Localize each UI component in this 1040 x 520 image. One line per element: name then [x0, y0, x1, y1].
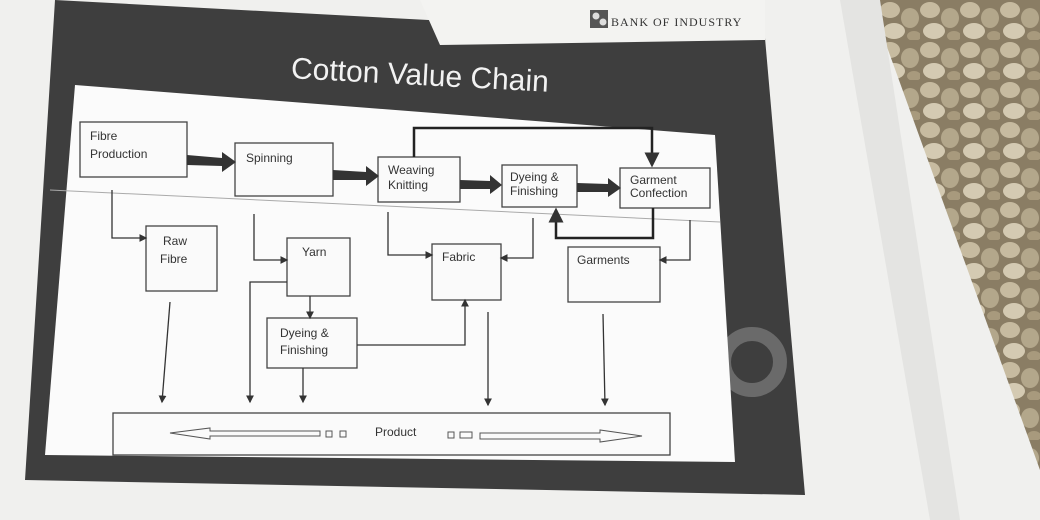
stage-spinning: Spinning — [234, 142, 334, 197]
svg-text:Garments: Garments — [577, 253, 630, 267]
svg-text:Fabric: Fabric — [442, 250, 475, 264]
output-yarn-dyeing-finishing: Dyeing & Finishing — [266, 317, 358, 369]
output-garments: Garments — [567, 246, 661, 303]
svg-text:Finishing: Finishing — [510, 184, 558, 198]
svg-text:Knitting: Knitting — [388, 178, 428, 192]
bypass-connector — [412, 126, 660, 168]
slide-header — [60, 0, 765, 45]
svg-text:Spinning: Spinning — [246, 151, 293, 165]
bank-logo: BANK OF INDUSTRY — [590, 10, 742, 29]
svg-text:Raw: Raw — [163, 234, 187, 248]
stage-dyeing-finishing: Dyeing &Finishing — [501, 164, 578, 208]
output-fabric: Fabric — [431, 243, 502, 301]
svg-text:Garment: Garment — [630, 173, 677, 187]
svg-text:Production: Production — [90, 147, 147, 161]
product-label: Product — [375, 425, 417, 439]
output-yarn: Yarn — [286, 237, 351, 297]
svg-text:Weaving: Weaving — [388, 163, 434, 177]
flow-arrows — [187, 152, 621, 197]
connectors — [111, 190, 691, 407]
svg-text:Finishing: Finishing — [280, 343, 328, 357]
svg-text:Confection: Confection — [630, 186, 687, 200]
paper-crease — [49, 189, 721, 223]
product-bar: Product — [112, 412, 671, 456]
svg-text:Dyeing &: Dyeing & — [280, 326, 329, 340]
svg-text:Yarn: Yarn — [302, 245, 326, 259]
svg-text:Fibre: Fibre — [90, 129, 118, 143]
bank-name: BANK OF INDUSTRY — [611, 15, 742, 29]
feedback-connector — [548, 207, 655, 240]
svg-text:Fibre: Fibre — [160, 252, 188, 266]
paper-edge — [840, 0, 960, 520]
svg-text:Dyeing &: Dyeing & — [510, 170, 559, 184]
